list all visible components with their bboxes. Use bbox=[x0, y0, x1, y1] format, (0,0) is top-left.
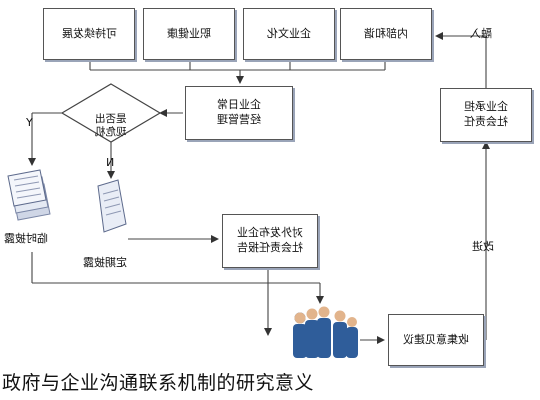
node-label: 企业日常 经营管理 bbox=[217, 98, 261, 126]
stakeholders-group-icon bbox=[293, 306, 358, 358]
edge-label-improve: 改进 bbox=[472, 240, 494, 253]
figure-caption: 政府与企业沟通联系机制的研究意义 bbox=[2, 372, 315, 394]
node-internal-harmony: 内部和谐 bbox=[340, 8, 432, 60]
node-corporate-culture: 企业文化 bbox=[243, 8, 335, 60]
node-employee-health: 职业健康 bbox=[143, 8, 235, 60]
edge-label-yes: Y bbox=[26, 116, 33, 129]
node-sustainable-development: 可持续发展 bbox=[43, 8, 135, 60]
edge-label-no: N bbox=[106, 156, 115, 169]
stacked-documents-icon bbox=[7, 169, 51, 221]
label-periodic-disclosure: 定期披露 bbox=[83, 256, 127, 269]
node-label: 内部和谐 bbox=[364, 26, 408, 40]
document-icon bbox=[97, 179, 127, 233]
node-label: 收集意见建议 bbox=[403, 332, 469, 346]
decision-diamond-shape bbox=[60, 83, 162, 143]
node-label: 企业承担 社会责任 bbox=[464, 100, 508, 128]
node-daily-operations: 企业日常 经营管理 bbox=[185, 86, 293, 140]
label-temporary-disclosure: 临时披露 bbox=[4, 232, 48, 245]
decision-label: 是否出 现危机 bbox=[95, 112, 127, 139]
node-collect-feedback: 收集意见建议 bbox=[388, 314, 484, 366]
edge-label-import: 融入 bbox=[470, 27, 492, 40]
node-label: 可持续发展 bbox=[61, 26, 117, 40]
node-label: 企业文化 bbox=[267, 26, 311, 40]
node-social-responsibility: 企业承担 社会责任 bbox=[440, 88, 532, 142]
node-label: 对外发布企业 社会责任报告 bbox=[237, 226, 303, 254]
node-label: 职业健康 bbox=[167, 26, 211, 40]
node-external-report: 对外发布企业 社会责任报告 bbox=[222, 214, 318, 268]
